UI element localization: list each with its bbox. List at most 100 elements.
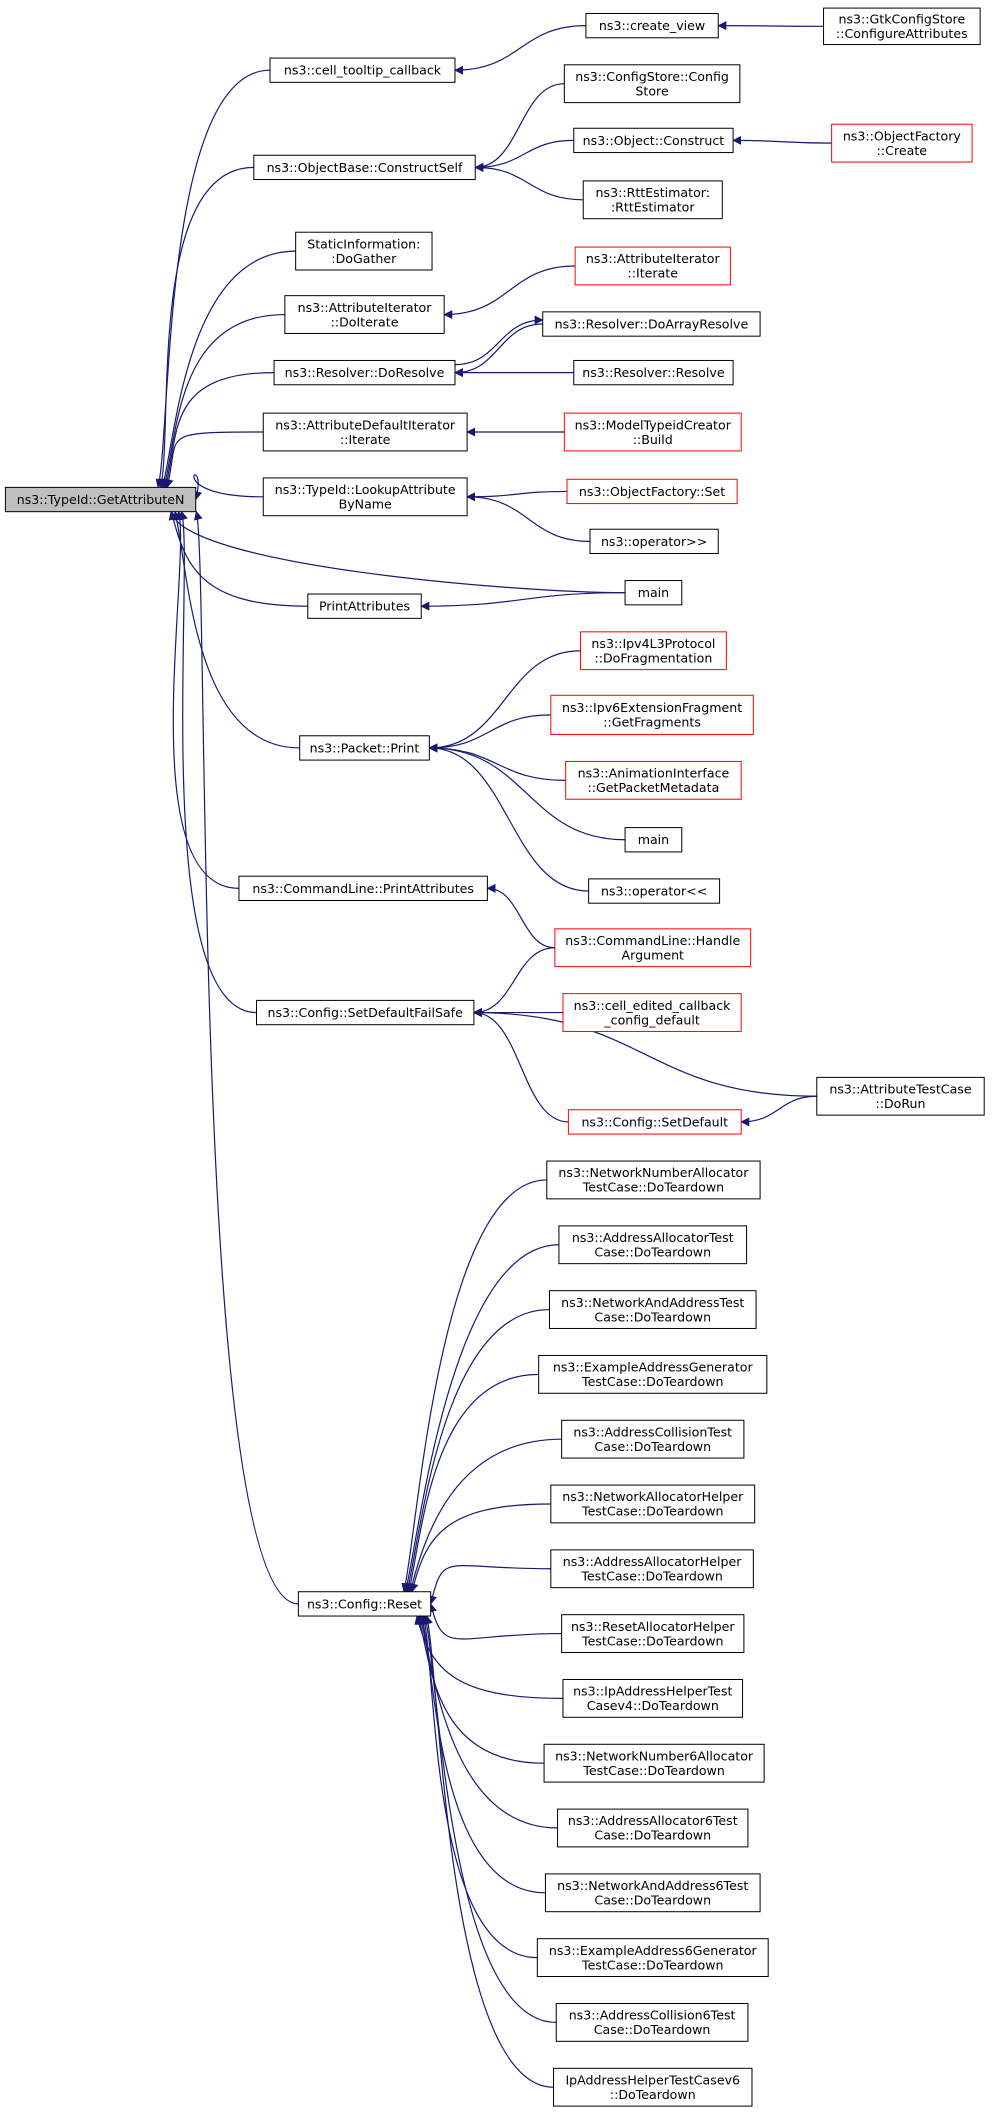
node-label: ::Iterate xyxy=(340,432,391,447)
node-t7[interactable]: ns3::AddressAllocatorHelperTestCase::DoT… xyxy=(550,1549,754,1589)
node-objfactcreate[interactable]: ns3::ObjectFactory::Create xyxy=(831,123,973,163)
node-root[interactable]: ns3::TypeId::GetAttributeN xyxy=(4,486,197,513)
edge-opshl-to-packetprint xyxy=(428,743,589,892)
node-t2[interactable]: ns3::AddressAllocatorTestCase::DoTeardow… xyxy=(558,1225,748,1265)
node-t6[interactable]: ns3::NetworkAllocatorHelperTestCase::DoT… xyxy=(550,1484,756,1524)
node-label: TestCase::DoTeardown xyxy=(581,1957,723,1972)
node-gtkconfig[interactable]: ns3::GtkConfigStore::ConfigureAttributes xyxy=(823,7,981,46)
node-printattrs[interactable]: PrintAttributes xyxy=(307,593,422,619)
node-label: main xyxy=(638,832,669,847)
node-label: ns3::GtkConfigStore xyxy=(838,12,965,27)
node-t5[interactable]: ns3::AddressCollisionTestCase::DoTeardow… xyxy=(561,1419,745,1459)
node-t8[interactable]: ns3::ResetAllocatorHelperTestCase::DoTea… xyxy=(561,1614,745,1653)
node-label: :RttEstimator xyxy=(611,200,695,215)
node-objconstruct[interactable]: ns3::Object::Construct xyxy=(573,127,734,154)
node-cfgsetdefault[interactable]: ns3::Config::SetDefault xyxy=(567,1109,742,1135)
node-configstore[interactable]: ns3::ConfigStore::ConfigStore xyxy=(563,64,741,104)
node-main2[interactable]: main xyxy=(624,827,683,853)
node-attriterdo[interactable]: ns3::AttributeIterator::DoIterate xyxy=(284,295,445,334)
node-box xyxy=(574,246,731,286)
node-box xyxy=(538,1354,768,1394)
node-celledited[interactable]: ns3::cell_edited_callback_config_default xyxy=(562,993,742,1032)
node-box xyxy=(567,1109,742,1135)
node-animiface[interactable]: ns3::AnimationInterface::GetPacketMetada… xyxy=(565,760,742,800)
node-label: ns3::AddressCollision6Test xyxy=(569,2008,736,2023)
node-celltooltip[interactable]: ns3::cell_tooltip_callback xyxy=(269,57,456,83)
node-label: ::Iterate xyxy=(628,266,679,281)
node-box xyxy=(550,1484,756,1524)
node-resdoresolve[interactable]: ns3::Resolver::DoResolve xyxy=(273,359,456,386)
node-t12[interactable]: ns3::NetworkAndAddress6TestCase::DoTeard… xyxy=(544,1873,761,1913)
node-t10[interactable]: ns3::NetworkNumber6AllocatorTestCase::Do… xyxy=(543,1743,765,1783)
node-cmdprint[interactable]: ns3::CommandLine::PrintAttributes xyxy=(238,875,488,901)
node-box xyxy=(253,154,476,181)
edge-resdoresolve-to-root xyxy=(163,372,275,489)
node-t15[interactable]: IpAddressHelperTestCasev6::DoTeardown xyxy=(553,2067,753,2107)
node-label: ::GetPacketMetadata xyxy=(588,780,720,795)
node-label: _config_default xyxy=(603,1012,700,1027)
edge-ipv6frag-to-packetprint xyxy=(428,714,551,753)
node-label: TestCase::DoTeardown xyxy=(582,1763,724,1778)
node-box xyxy=(553,2067,753,2107)
node-t1[interactable]: ns3::NetworkNumberAllocatorTestCase::DoT… xyxy=(546,1160,761,1200)
node-t3[interactable]: ns3::NetworkAndAddressTestCase::DoTeardo… xyxy=(548,1290,757,1329)
node-box xyxy=(573,127,734,154)
node-label: main xyxy=(638,585,669,600)
node-label: ns3::Resolver::DoResolve xyxy=(285,365,445,380)
node-box xyxy=(573,359,734,386)
node-attrtestrun[interactable]: ns3::AttributeTestCase::DoRun xyxy=(816,1076,985,1116)
node-t14[interactable]: ns3::AddressCollision6TestCase::DoTeardo… xyxy=(555,2003,749,2042)
node-cfgfailsafe[interactable]: ns3::Config::SetDefaultFailSafe xyxy=(256,999,475,1026)
node-ipv4frag[interactable]: ns3::Ipv4L3Protocol::DoFragmentation xyxy=(580,631,727,671)
node-objfactset[interactable]: ns3::ObjectFactory::Set xyxy=(566,478,738,505)
node-box xyxy=(542,311,761,337)
node-box xyxy=(284,295,445,334)
node-label: ns3::NetworkAllocatorHelper xyxy=(562,1489,744,1504)
node-createview[interactable]: ns3::create_view xyxy=(585,13,719,39)
edge-createview-to-celltooltip xyxy=(454,25,586,75)
edge-t7-to-cfgreset xyxy=(428,1564,551,1605)
node-main1[interactable]: main xyxy=(624,580,683,606)
node-label: ns3::NetworkNumberAllocator xyxy=(558,1165,749,1180)
node-box xyxy=(536,1938,769,1977)
edge-lookupattr-to-root xyxy=(193,474,264,501)
node-label: ns3::Resolver::Resolve xyxy=(582,365,725,380)
node-resdoarray[interactable]: ns3::Resolver::DoArrayResolve xyxy=(542,311,761,337)
node-rttest[interactable]: ns3::RttEstimator::RttEstimator xyxy=(582,180,723,220)
node-t13[interactable]: ns3::ExampleAddress6GeneratorTestCase::D… xyxy=(536,1938,769,1977)
node-box xyxy=(823,7,981,46)
node-opshl[interactable]: ns3::operator<< xyxy=(588,878,721,904)
node-modeltypeid[interactable]: ns3::ModelTypeidCreator::Build xyxy=(563,412,742,452)
node-attriteriter[interactable]: ns3::AttributeIterator::Iterate xyxy=(574,246,731,286)
node-t11[interactable]: ns3::AddressAllocator6TestCase::DoTeardo… xyxy=(557,1808,749,1848)
edge-resdoresolve-to-resdoarray xyxy=(454,315,544,366)
node-label: ns3::AddressCollisionTest xyxy=(573,1424,732,1439)
node-label: IpAddressHelperTestCasev6 xyxy=(565,2072,740,2087)
node-box xyxy=(4,486,197,513)
node-t4[interactable]: ns3::ExampleAddressGeneratorTestCase::Do… xyxy=(538,1354,768,1394)
node-label: ns3::AttributeTestCase xyxy=(829,1082,972,1097)
node-opshr[interactable]: ns3::operator>> xyxy=(589,528,719,555)
node-label: ::DoFragmentation xyxy=(594,650,712,665)
node-label: ns3::ExampleAddress6Generator xyxy=(549,1943,758,1958)
node-label: Store xyxy=(635,83,669,98)
node-resresolve[interactable]: ns3::Resolver::Resolve xyxy=(573,359,734,386)
edge-attrtestrun-to-cfgsetdefault xyxy=(740,1095,817,1127)
node-box xyxy=(561,1614,745,1653)
node-staticinfo[interactable]: StaticInformation::DoGather xyxy=(295,231,433,271)
node-constructself[interactable]: ns3::ObjectBase::ConstructSelf xyxy=(253,154,476,181)
node-attrdefiter[interactable]: ns3::AttributeDefaultIterator::Iterate xyxy=(262,412,468,452)
node-cfgreset[interactable]: ns3::Config::Reset xyxy=(297,1591,432,1617)
node-box xyxy=(543,1743,765,1783)
node-packetprint[interactable]: ns3::Packet::Print xyxy=(299,735,430,761)
node-t9[interactable]: ns3::IpAddressHelperTestCasev4::DoTeardo… xyxy=(562,1678,744,1718)
edge-objconstruct-to-constructself xyxy=(474,139,574,172)
node-layer: ns3::TypeId::GetAttributeN ns3::cell_tool… xyxy=(4,7,985,2107)
edge-gtkconfig-to-createview xyxy=(717,21,824,31)
node-ipv6frag[interactable]: ns3::Ipv6ExtensionFragment::GetFragments xyxy=(550,694,754,735)
edge-t2-to-cfgreset xyxy=(403,1244,559,1593)
node-box xyxy=(544,1873,761,1913)
